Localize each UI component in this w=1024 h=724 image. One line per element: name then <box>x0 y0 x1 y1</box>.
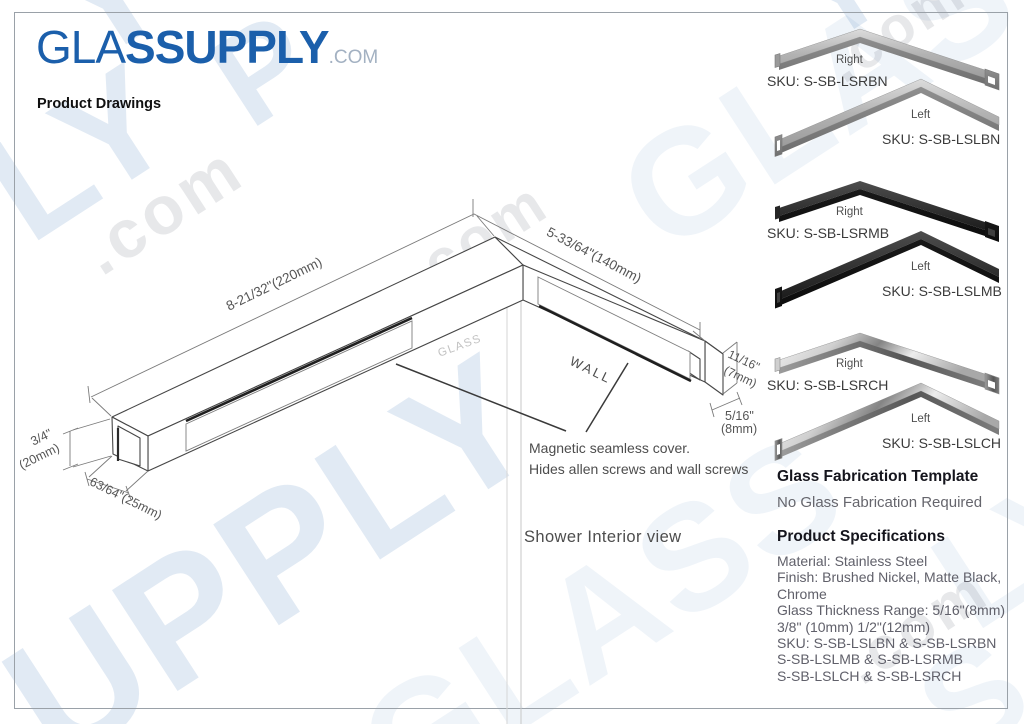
note-line-2: Hides allen screws and wall screws <box>529 461 749 477</box>
bracket-right-matte-black <box>775 181 999 242</box>
orientation-label-left: Left <box>911 261 931 273</box>
orientation-label-right: Right <box>836 206 863 218</box>
product-pair-chrome: Right SKU: S-SB-LSRCH Left SKU: S-SB-LSL… <box>763 318 1008 470</box>
logo-prefix: GLA <box>36 21 126 73</box>
dim-end-depth-mm-label: (8mm) <box>721 422 757 436</box>
specifications-block: Glass Fabrication Template No Glass Fabr… <box>777 468 1013 684</box>
orientation-label-right: Right <box>836 54 863 66</box>
bracket-left-chrome <box>774 382 1000 461</box>
spec-line: Glass Thickness Range: 5/16"(8mm) <box>777 602 1006 619</box>
sku-label: SKU: S-SB-LSLCH <box>882 435 1002 451</box>
spec-line: S-SB-LSLMB & S-SB-LSRMB <box>777 651 963 668</box>
bracket-left-matte-black <box>775 231 999 309</box>
page-title: Product Drawings <box>37 96 162 112</box>
orientation-label-left: Left <box>911 413 931 425</box>
wall-label: WALL <box>567 353 614 386</box>
spec-line: Material: Stainless Steel <box>777 553 928 569</box>
spec-line: SKU: S-SB-LSLBN & S-SB-LSRBN <box>777 635 997 652</box>
orientation-label-left: Left <box>911 109 931 121</box>
dim-end-depth-label: 5/16" <box>725 409 754 423</box>
bracket-image-matte-black <box>775 181 999 309</box>
bracket-right-brushed-nickel <box>774 28 1000 91</box>
glassupply-logo: GLASSUPPLY.COM <box>36 22 378 83</box>
dimension-lines <box>62 199 743 501</box>
sku-label: SKU: S-SB-LSRMB <box>767 225 890 241</box>
spec-line: S-SB-LSLCH & S-SB-LSRCH <box>777 667 962 684</box>
sku-label: SKU: S-SB-LSLMB <box>882 283 1002 299</box>
dim-depth-label: 63/64"(25mm) <box>87 475 164 523</box>
magnetic-cover-note: Magnetic seamless cover. Hides allen scr… <box>529 438 748 480</box>
spec-line: Finish: Brushed Nickel, Matte Black, <box>777 569 1002 586</box>
specification-lines: Material: Stainless Steel Finish: Brushe… <box>777 553 1013 684</box>
dim-arm-left-label: 8-21/32"(220mm) <box>224 254 325 313</box>
note-leader-lines <box>395 362 629 433</box>
view-caption: Shower Interior view <box>524 528 682 546</box>
spec-line: Chrome <box>777 585 827 602</box>
bracket-left-brushed-nickel <box>774 78 1000 157</box>
sku-label: SKU: S-SB-LSLBN <box>882 131 1001 147</box>
sku-label: SKU: S-SB-LSRCH <box>767 377 889 393</box>
product-pair-matte-black: Right SKU: S-SB-LSRMB Left SKU: S-SB-LSL… <box>763 166 1008 318</box>
orientation-label-right: Right <box>836 358 863 370</box>
sku-label: SKU: S-SB-LSRBN <box>767 73 888 89</box>
specifications-heading: Product Specifications <box>777 528 945 545</box>
logo-tld: .COM <box>328 47 379 68</box>
spec-line: 3/8" (10mm) 1/2"(12mm) <box>777 618 931 635</box>
logo-main: SSUPPLY <box>125 21 330 73</box>
note-line-1: Magnetic seamless cover. <box>529 440 691 456</box>
bracket-image-chrome <box>774 332 1000 461</box>
fabrication-note: No Glass Fabrication Required <box>777 494 983 511</box>
magnetic-covers <box>185 276 692 452</box>
bracket-right-chrome <box>774 332 1000 395</box>
product-pair-brushed-nickel: Right SKU: S-SB-LSRBN Left SKU: S-SB-LSL… <box>763 14 1008 166</box>
fabrication-heading: Glass Fabrication Template <box>777 468 979 485</box>
bracket-image-brushed-nickel <box>774 28 1000 157</box>
